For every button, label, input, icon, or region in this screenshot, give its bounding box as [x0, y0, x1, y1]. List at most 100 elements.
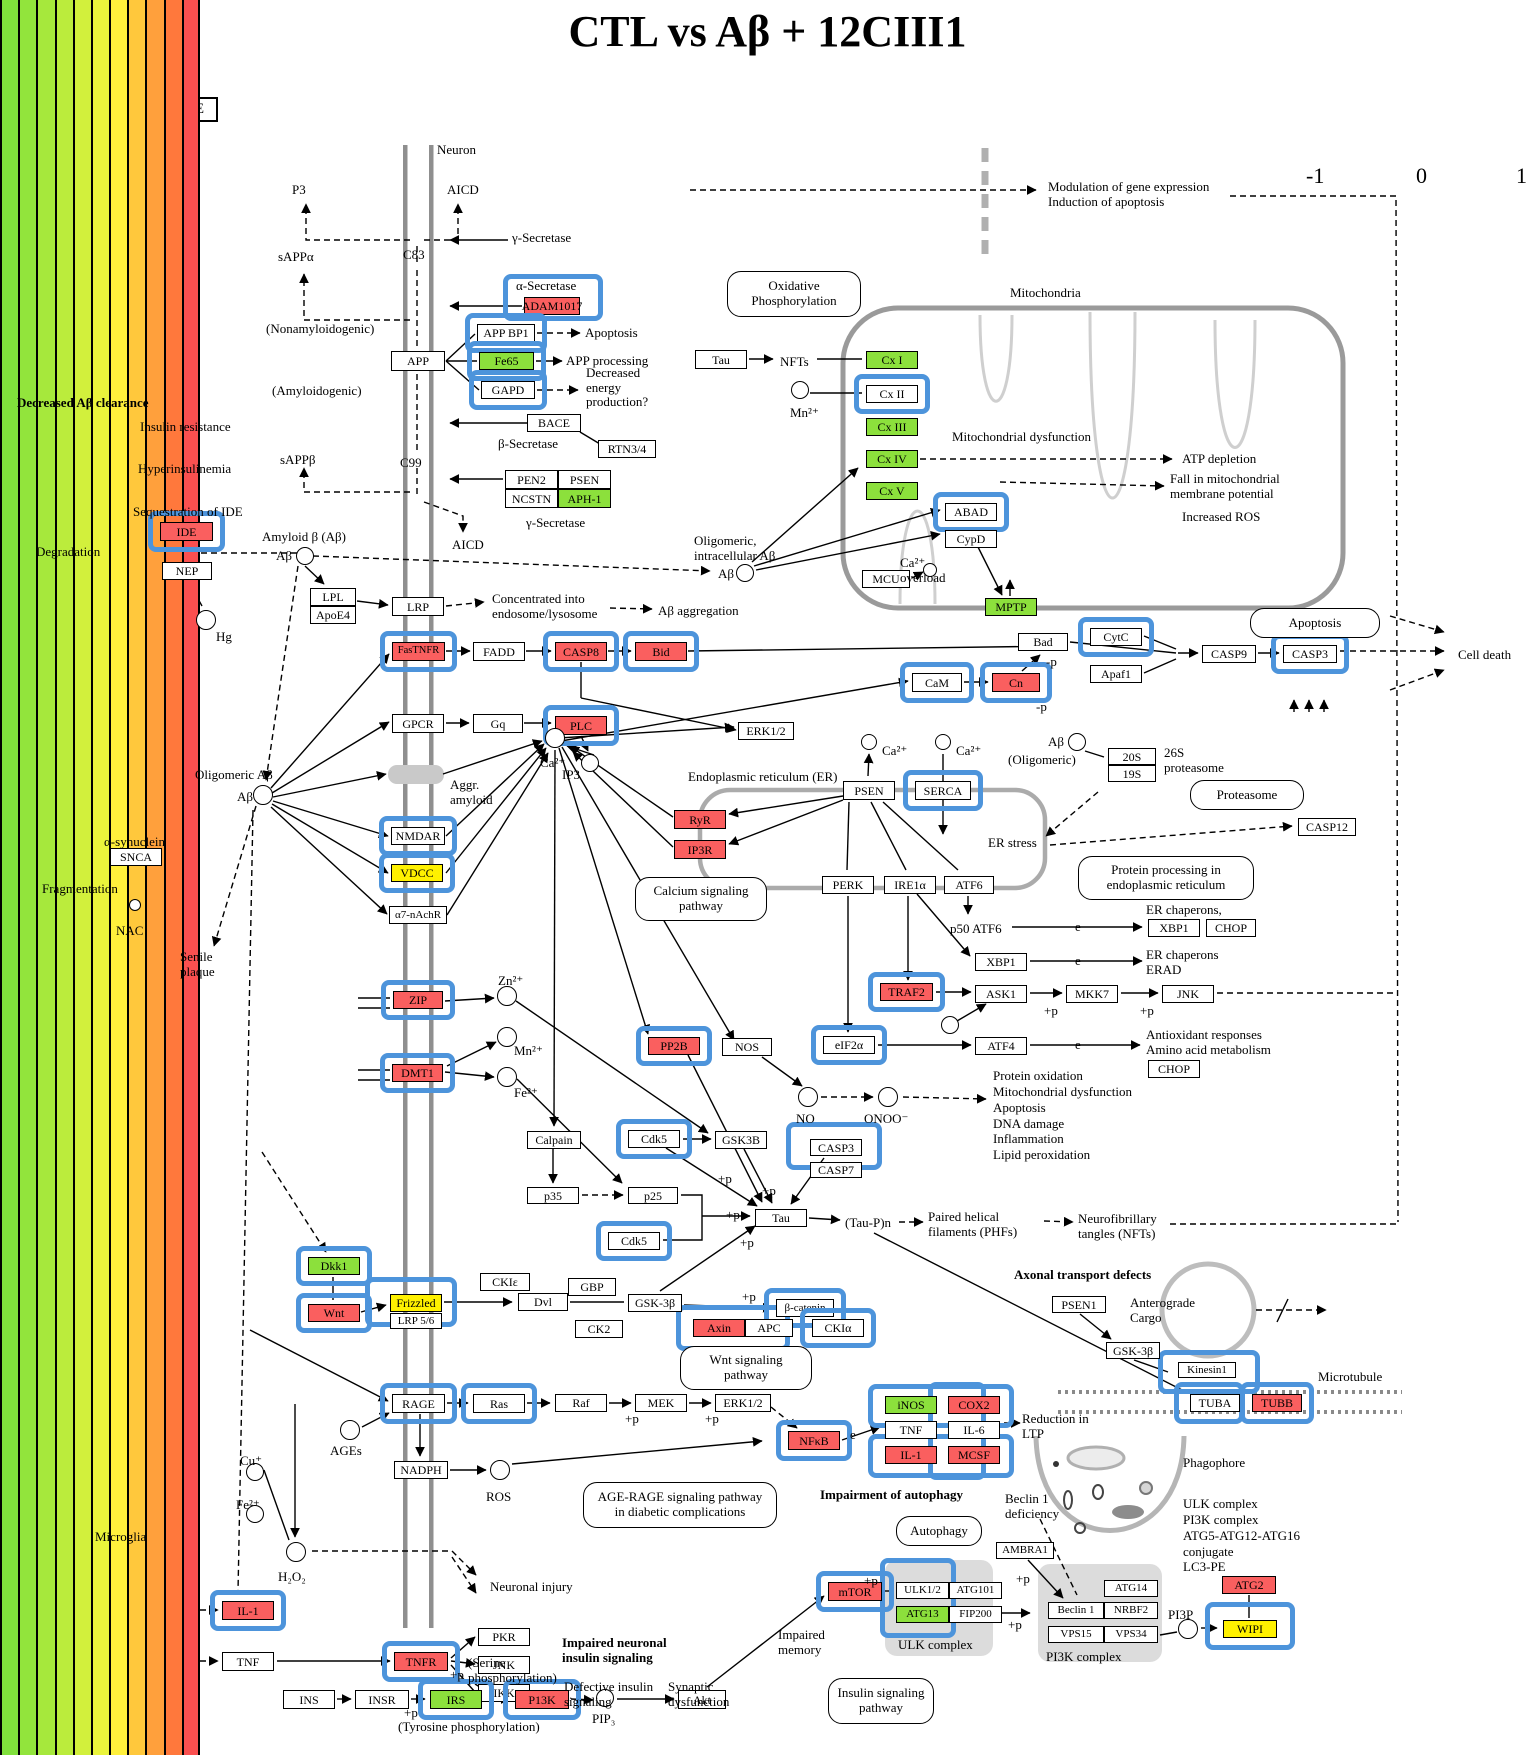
pathway-node-insr[interactable]: INSR — [355, 1690, 409, 1709]
pathway-node-ip3r[interactable]: IP3R — [674, 840, 726, 859]
pathway-node-cdk5[interactable]: Cdk5 — [628, 1130, 680, 1148]
compound-circle[interactable] — [340, 1420, 360, 1440]
pathway-node-p25[interactable]: p25 — [628, 1187, 678, 1204]
compound-circle[interactable] — [923, 563, 937, 577]
pathway-node-mtor[interactable]: mTOR — [828, 1582, 882, 1601]
compound-circle[interactable] — [798, 1087, 818, 1107]
pathway-node-atg2[interactable]: ATG2 — [1222, 1576, 1276, 1594]
pathway-node-cx-i[interactable]: Cx I — [866, 351, 918, 369]
pathway-node-kinesin1[interactable]: Kinesin1 — [1178, 1362, 1236, 1378]
pathway-node-casp7[interactable]: CASP7 — [810, 1162, 862, 1178]
pathway-node-nos[interactable]: NOS — [722, 1038, 772, 1056]
pathway-node-ryr[interactable]: RyR — [674, 810, 726, 829]
compound-circle[interactable] — [497, 1027, 517, 1047]
pathway-node-beclin-1[interactable]: Beclin 1 — [1048, 1602, 1104, 1619]
compound-circle[interactable] — [935, 734, 951, 750]
compound-circle[interactable] — [791, 381, 809, 399]
pathway-node-apaf1[interactable]: Apaf1 — [1090, 665, 1142, 683]
pathway-node-cx-v[interactable]: Cx V — [866, 482, 918, 500]
pathway-node-cdk5[interactable]: Cdk5 — [608, 1232, 660, 1250]
pathway-node-tnf[interactable]: TNF — [885, 1421, 937, 1439]
pathway-node-perk[interactable]: PERK — [822, 876, 874, 894]
pathway-node-psen1[interactable]: PSEN1 — [1052, 1296, 1106, 1313]
pathway-node-vps15[interactable]: VPS15 — [1048, 1626, 1104, 1643]
pathway-node-app[interactable]: APP — [391, 351, 445, 371]
pathway-node-ide[interactable]: IDE — [160, 522, 213, 541]
pathway-node-plc[interactable]: PLC — [555, 716, 607, 735]
pathway-node-lpl[interactable]: LPL — [310, 588, 356, 606]
pathway-node-calpain[interactable]: Calpain — [527, 1131, 581, 1149]
compound-circle[interactable] — [878, 1087, 898, 1107]
pathway-node-mcsf[interactable]: MCSF — [948, 1446, 1000, 1464]
pathway-node-app-bp1[interactable]: APP BP1 — [477, 324, 535, 342]
pathway-node-bad[interactable]: Bad — [1018, 633, 1068, 651]
pathway-node-ras[interactable]: Ras — [473, 1394, 525, 1413]
compound-circle[interactable] — [296, 547, 314, 565]
pathway-ref-protein-processing-in[interactable]: Protein processing in endoplasmic reticu… — [1078, 856, 1254, 900]
compound-circle[interactable] — [286, 1542, 306, 1562]
pathway-node-casp12[interactable]: CASP12 — [1298, 818, 1356, 836]
pathway-node-bace[interactable]: BACE — [527, 414, 581, 432]
pathway-ref-age-rage-signaling-pathway[interactable]: AGE-RAGE signaling pathway in diabetic c… — [583, 1482, 777, 1528]
pathway-node-cx-iv[interactable]: Cx IV — [866, 450, 918, 468]
pathway-node-20s[interactable]: 20S — [1108, 748, 1156, 765]
compound-circle[interactable] — [596, 1689, 614, 1707]
pathway-node-ire1[interactable]: IRE1α — [884, 876, 936, 894]
pathway-node-gapd[interactable]: GAPD — [481, 381, 535, 399]
pathway-node-ask1[interactable]: ASK1 — [975, 985, 1027, 1003]
pathway-node-7-nachr[interactable]: α7-nAchR — [389, 906, 447, 924]
pathway-node-irs[interactable]: IRS — [430, 1690, 482, 1709]
pathway-node-tnfr[interactable]: TNFR — [394, 1652, 448, 1671]
pathway-node-psen[interactable]: PSEN — [558, 470, 611, 489]
pathway-node-tnf[interactable]: TNF — [222, 1652, 274, 1671]
pathway-node-xbp1[interactable]: XBP1 — [1148, 919, 1200, 937]
pathway-node-wipi[interactable]: WIPI — [1223, 1620, 1277, 1638]
pathway-ref-calcium-signaling[interactable]: Calcium signaling pathway — [635, 877, 767, 921]
pathway-node-ins[interactable]: INS — [283, 1690, 335, 1709]
pathway-node-il-1[interactable]: IL-1 — [885, 1446, 937, 1464]
pathway-node-fastnfr[interactable]: FasTNFR — [392, 642, 445, 661]
pathway-node-casp3[interactable]: CASP3 — [1283, 645, 1337, 663]
pathway-node-tuba[interactable]: TUBA — [1190, 1394, 1240, 1412]
pathway-node-dkk1[interactable]: Dkk1 — [308, 1257, 360, 1275]
pathway-node-casp9[interactable]: CASP9 — [1202, 645, 1256, 663]
pathway-node-jnk[interactable]: JNK — [478, 1656, 530, 1674]
pathway-node-cx-iii[interactable]: Cx III — [866, 418, 918, 436]
pathway-node-erk1-2[interactable]: ERK1/2 — [738, 722, 794, 740]
pathway-node-traf2[interactable]: TRAF2 — [880, 983, 933, 1001]
compound-circle[interactable] — [129, 899, 141, 911]
pathway-node-tau[interactable]: Tau — [695, 350, 747, 369]
pathway-node-cytc[interactable]: CytC — [1090, 628, 1142, 646]
pathway-node-fadd[interactable]: FADD — [473, 642, 525, 661]
compound-circle[interactable] — [246, 1463, 264, 1481]
pathway-ref-wnt-signaling[interactable]: Wnt signaling pathway — [680, 1346, 812, 1390]
pathway-node-ulk1-2[interactable]: ULK1/2 — [896, 1582, 949, 1599]
pathway-node-aph-1[interactable]: APH-1 — [558, 489, 611, 508]
pathway-node-gpcr[interactable]: GPCR — [392, 714, 444, 733]
pathway-node-casp3[interactable]: CASP3 — [810, 1139, 862, 1156]
pathway-node-lrp-5-6[interactable]: LRP 5/6 — [390, 1313, 442, 1329]
pathway-ref-proteasome[interactable]: Proteasome — [1190, 780, 1304, 810]
pathway-node-cn[interactable]: Cn — [992, 673, 1040, 692]
compound-circle[interactable] — [497, 1067, 517, 1087]
pathway-node-cx-ii[interactable]: Cx II — [866, 385, 918, 403]
pathway-node-psen[interactable]: PSEN — [843, 781, 895, 800]
pathway-node-atg14[interactable]: ATG14 — [1104, 1580, 1158, 1597]
pathway-node-vdcc[interactable]: VDCC — [391, 864, 443, 882]
pathway-node-casp8[interactable]: CASP8 — [555, 642, 607, 661]
pathway-node-pp2b[interactable]: PP2B — [648, 1037, 700, 1055]
pathway-node-raf[interactable]: Raf — [555, 1394, 607, 1412]
pathway-node-nf-b[interactable]: NFκB — [788, 1431, 840, 1450]
pathway-node-xbp1[interactable]: XBP1 — [975, 953, 1027, 971]
pathway-ref-insulin-signaling[interactable]: Insulin signaling pathway — [828, 1678, 934, 1724]
compound-circle[interactable] — [196, 610, 216, 630]
pathway-node-tau[interactable]: Tau — [755, 1209, 807, 1227]
pathway-node-p35[interactable]: p35 — [527, 1187, 579, 1204]
pathway-node-cki[interactable]: CKIα — [812, 1319, 864, 1337]
pathway-node-gq[interactable]: Gq — [473, 714, 523, 733]
pathway-node-nep[interactable]: NEP — [162, 562, 212, 580]
pathway-node-mkk7[interactable]: MKK7 — [1066, 985, 1118, 1003]
pathway-ref-oxidative[interactable]: Oxidative Phosphorylation — [727, 271, 861, 317]
pathway-node-fe65[interactable]: Fe65 — [479, 352, 534, 370]
pathway-node-axin[interactable]: Axin — [693, 1319, 745, 1337]
